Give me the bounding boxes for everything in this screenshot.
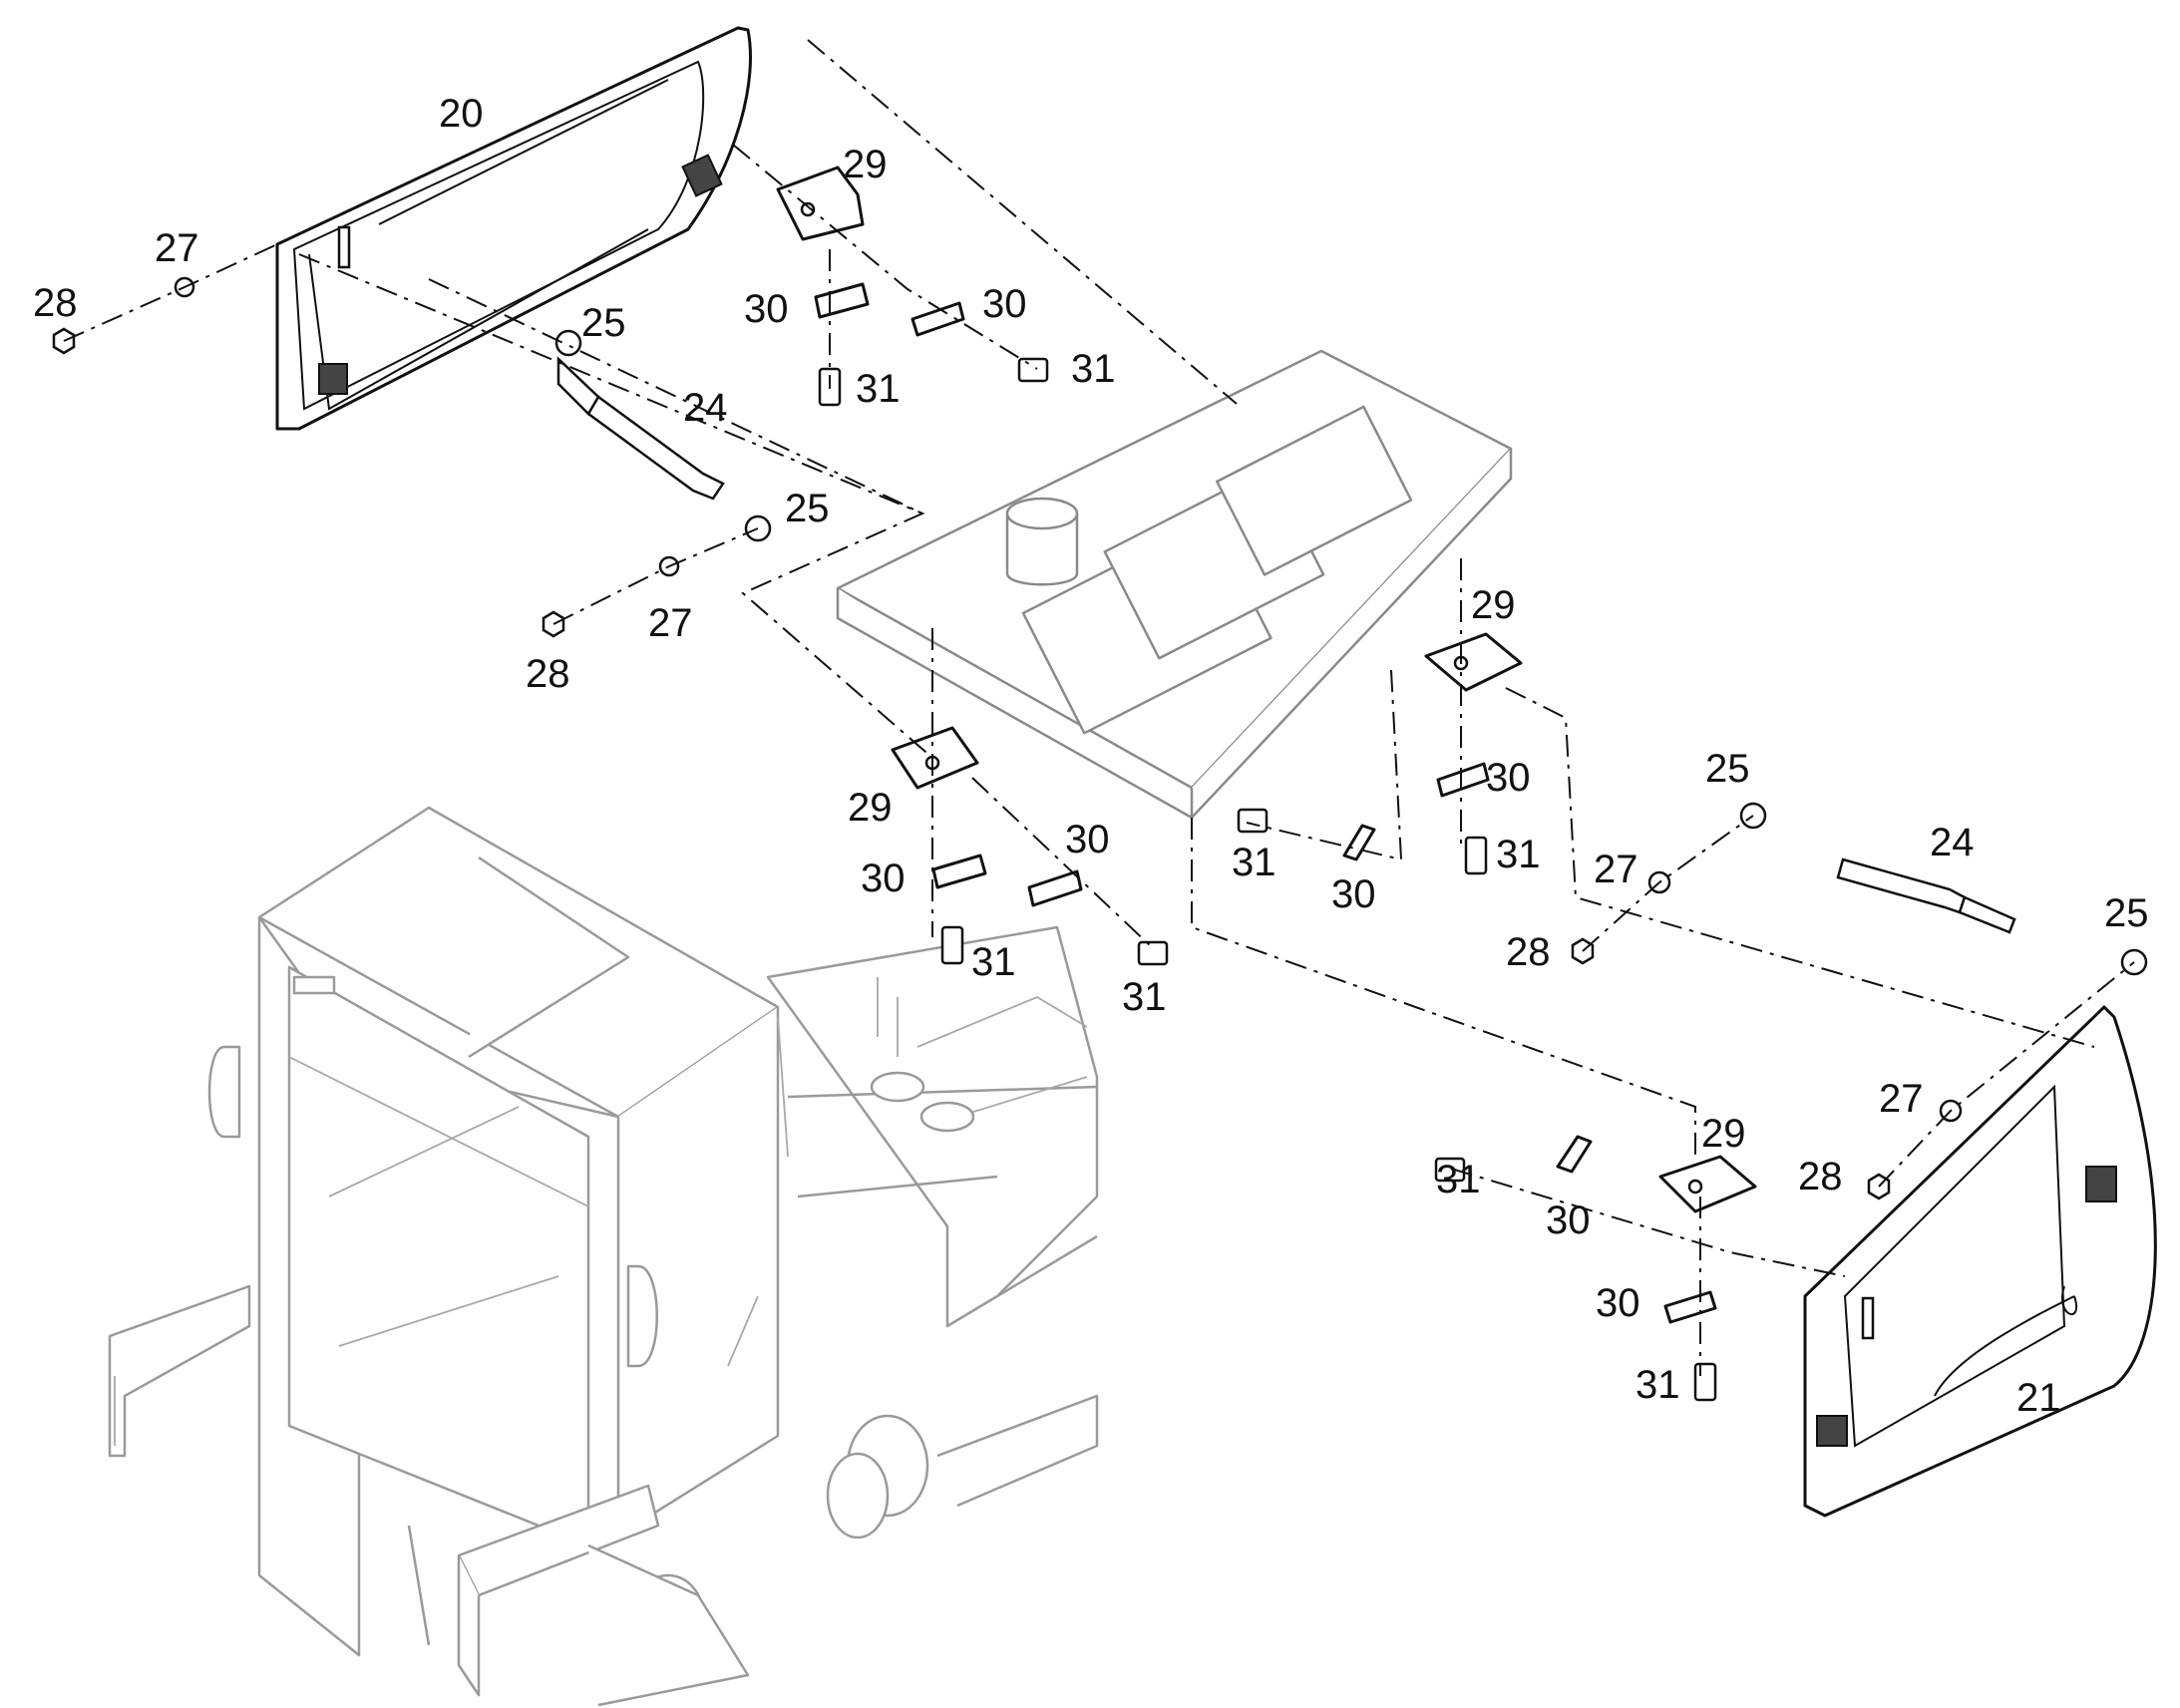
callout-30: 30	[744, 287, 789, 331]
callout-25: 25	[785, 487, 830, 530]
callout-31: 31	[1635, 1363, 1680, 1407]
side-door-21	[1803, 1005, 2157, 1518]
callout-29: 29	[1701, 1112, 1746, 1156]
callout-28: 28	[1798, 1155, 1843, 1198]
callout-24: 24	[683, 386, 728, 430]
callout-21: 21	[2016, 1376, 2061, 1420]
top-cover-panel	[836, 349, 1513, 820]
callout-29: 29	[1471, 583, 1516, 627]
callout-30: 30	[861, 856, 906, 900]
shims-30	[814, 282, 1717, 1324]
callout-31: 31	[971, 940, 1016, 984]
side-door-20	[275, 26, 752, 431]
callout-27: 27	[1594, 848, 1638, 891]
callout-31: 31	[1122, 975, 1167, 1019]
callout-25: 25	[581, 301, 626, 345]
callout-31: 31	[1496, 833, 1541, 876]
assembly-lines	[63, 39, 2135, 1376]
callout-24: 24	[1930, 821, 1975, 864]
callout-30: 30	[1486, 756, 1531, 800]
callout-31: 31	[1071, 347, 1116, 391]
callout-31: 31	[1232, 841, 1276, 884]
callout-labels: 20 27 28 25 24 25 27 28 29 30 30 31 31 2…	[33, 92, 2149, 1420]
callout-30: 30	[1596, 1281, 1640, 1325]
bolts-31	[818, 357, 1717, 1402]
callout-30: 30	[1331, 872, 1376, 916]
hinge-29-a	[776, 166, 865, 241]
callout-25: 25	[1705, 747, 1750, 791]
callout-29: 29	[843, 143, 888, 186]
callout-31: 31	[1436, 1158, 1481, 1201]
callout-25: 25	[2104, 891, 2149, 935]
callout-30: 30	[1546, 1198, 1591, 1242]
callout-28: 28	[33, 281, 78, 325]
callout-20: 20	[439, 92, 484, 136]
callout-27: 27	[1879, 1077, 1924, 1121]
callout-30: 30	[1065, 818, 1110, 861]
callout-27: 27	[155, 226, 199, 270]
callout-31: 31	[856, 367, 901, 411]
machine-frame	[108, 806, 1099, 1707]
callout-27: 27	[648, 601, 693, 645]
callout-29: 29	[848, 786, 893, 830]
gas-strut-lower	[1739, 802, 2148, 976]
callout-30: 30	[982, 282, 1027, 326]
callout-28: 28	[526, 652, 570, 696]
callout-28: 28	[1506, 930, 1551, 974]
hinge-29-d	[1658, 1155, 1757, 1213]
hinge-29-c	[1424, 632, 1523, 692]
hinge-29-b	[891, 726, 979, 790]
